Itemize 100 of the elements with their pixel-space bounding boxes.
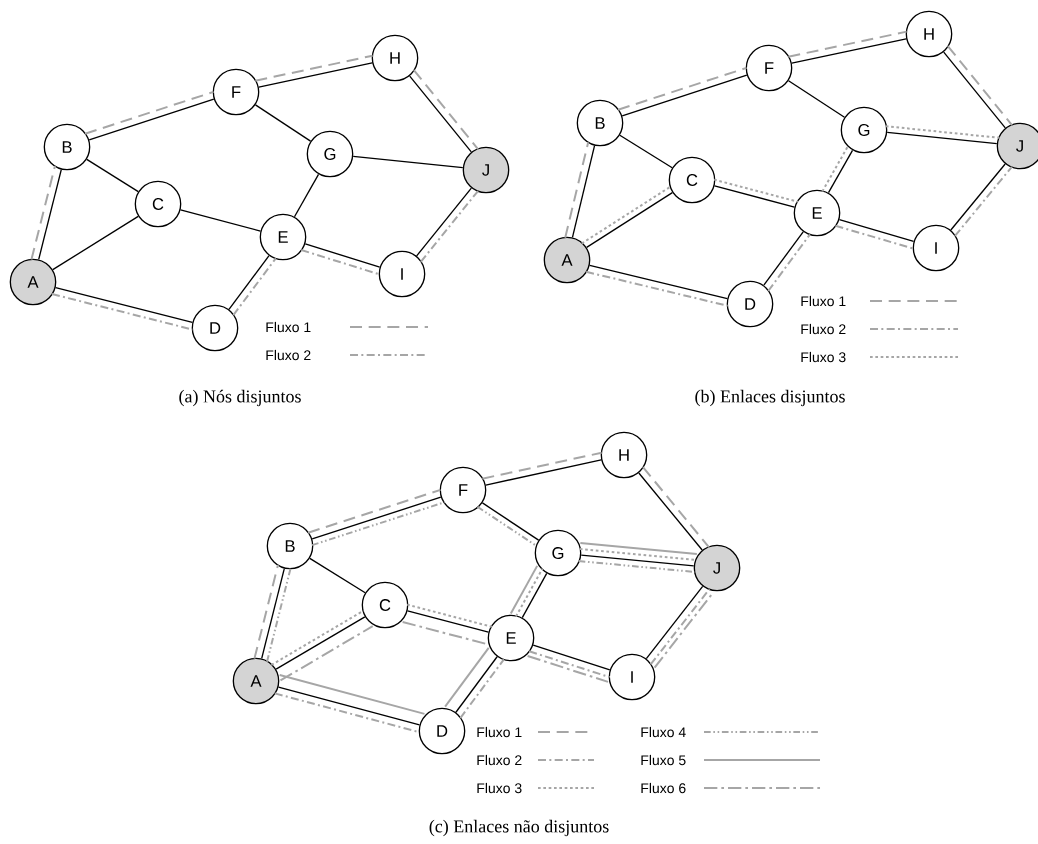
- link-line: [645, 585, 704, 660]
- link-line: [589, 264, 728, 300]
- link-line: [619, 134, 673, 169]
- link-line: [455, 656, 498, 713]
- link-line: [485, 459, 602, 486]
- network-node: E: [793, 189, 841, 237]
- network-node: F: [439, 466, 487, 514]
- link-line: [52, 215, 139, 271]
- link-line: [638, 472, 703, 551]
- network-node: D: [726, 280, 774, 328]
- legend-item: Fluxo 2: [266, 349, 429, 361]
- network-node: A: [232, 657, 280, 705]
- flow-path: [946, 45, 1013, 127]
- network-node: I: [608, 653, 656, 701]
- flow-path: [564, 141, 590, 239]
- network-node: C: [361, 581, 409, 629]
- network-node: F: [212, 68, 260, 116]
- network-node: C: [668, 156, 716, 204]
- legend-item: Fluxo 2: [801, 323, 959, 335]
- network-node: G: [840, 106, 888, 154]
- flow-path: [253, 564, 279, 660]
- network-node: A: [543, 236, 591, 284]
- flow-path: [311, 501, 446, 547]
- flow-path: [767, 233, 811, 293]
- link-line: [416, 187, 472, 257]
- legend-item: Fluxo 2: [477, 754, 595, 766]
- network-node: H: [600, 431, 648, 479]
- link-line: [763, 231, 804, 286]
- caption: (b) Enlaces disjuntos: [695, 389, 845, 407]
- network-node: J: [462, 146, 510, 194]
- legend-item: Fluxo 3: [801, 351, 959, 363]
- flow-path: [585, 270, 729, 307]
- flow-path: [476, 505, 538, 548]
- network-node: H: [905, 10, 953, 58]
- flow-path: [30, 165, 56, 261]
- flow-path: [713, 178, 799, 203]
- network-node: I: [378, 250, 426, 298]
- network-node: D: [418, 707, 466, 755]
- link-line: [277, 686, 421, 726]
- flow-path: [481, 451, 603, 480]
- network-node: B: [43, 123, 91, 171]
- flow-path: [580, 185, 672, 245]
- legend-item: Fluxo 5: [641, 754, 821, 766]
- flow-path: [307, 488, 442, 534]
- link-line: [352, 155, 464, 169]
- link-line: [943, 51, 1006, 129]
- link-line: [827, 149, 854, 194]
- network-node: J: [996, 122, 1038, 170]
- flow-path: [412, 69, 479, 151]
- link-line: [791, 38, 907, 64]
- network-node: F: [745, 44, 793, 92]
- caption: (c) Enlaces não disjuntos: [429, 819, 609, 837]
- link-line: [621, 74, 748, 117]
- network-node: D: [191, 304, 239, 352]
- link-line: [309, 557, 366, 594]
- link-line: [571, 145, 596, 238]
- link-line: [406, 610, 490, 633]
- link-line: [54, 287, 194, 323]
- flow-path: [834, 224, 915, 250]
- link-line: [713, 185, 796, 208]
- link-line: [258, 62, 373, 88]
- network-node: B: [576, 99, 624, 147]
- flow-path: [419, 190, 479, 263]
- network-node: H: [371, 34, 419, 82]
- network-node: J: [693, 544, 741, 592]
- link-line: [179, 209, 262, 232]
- caption: (a) Nós disjuntos: [179, 389, 301, 407]
- link-line: [304, 243, 381, 268]
- link-line: [88, 98, 215, 141]
- link-line: [838, 218, 915, 243]
- flow-path: [254, 54, 374, 82]
- link-line: [580, 554, 695, 567]
- link-line: [787, 80, 846, 118]
- network-node: C: [134, 180, 182, 228]
- legend-item: Fluxo 1: [477, 726, 595, 738]
- link-line: [521, 572, 548, 619]
- legend-item: Fluxo 1: [801, 295, 959, 307]
- network-node: G: [306, 130, 354, 178]
- link-line: [311, 496, 442, 540]
- flow-path: [509, 564, 539, 615]
- flow-path: [84, 90, 215, 135]
- flow-path: [270, 609, 365, 666]
- flow-path: [300, 249, 381, 276]
- flow-path: [279, 625, 374, 682]
- network-node: G: [534, 529, 582, 577]
- legend-item: Fluxo 6: [641, 782, 821, 794]
- link-line: [586, 191, 674, 249]
- legend-item: Fluxo 4: [641, 726, 821, 738]
- link-line: [261, 567, 285, 660]
- link-line: [293, 173, 320, 218]
- flow-path: [617, 66, 748, 111]
- flow-path: [406, 603, 493, 628]
- link-line: [886, 131, 998, 145]
- flow-path: [953, 165, 1013, 237]
- network-node: E: [487, 614, 535, 662]
- link-line: [481, 502, 540, 541]
- network-node: B: [266, 522, 314, 570]
- legend-item: Fluxo 3: [477, 782, 595, 794]
- link-line: [950, 163, 1006, 231]
- link-line: [254, 104, 312, 142]
